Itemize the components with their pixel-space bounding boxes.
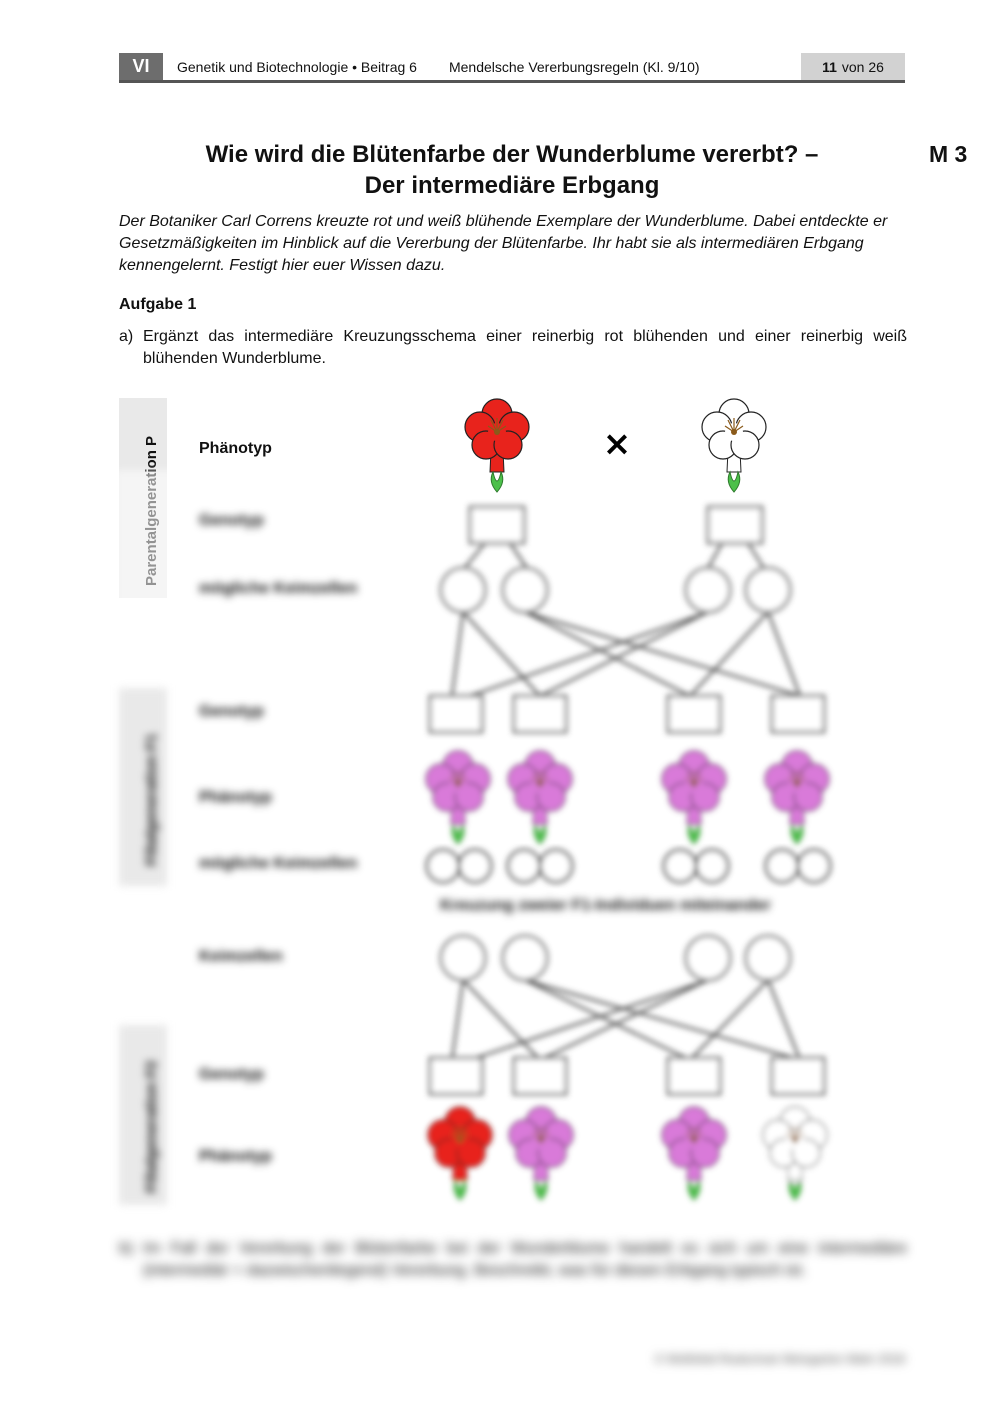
cross-symbol: ×: [603, 424, 632, 464]
task-a: a) Ergänzt das intermediäre Kreuzungssch…: [119, 326, 907, 370]
blurred-scheme: [428, 505, 826, 734]
task-heading: Aufgabe 1: [119, 296, 197, 313]
page-title: Wie wird die Blütenfarbe der Wunderblume…: [119, 139, 905, 201]
section-badge: VI: [119, 53, 163, 80]
row-label-phenotype-f2: Phänotyp: [199, 1148, 272, 1165]
cross-note: Kreuzung zweier F1-Individuen miteinande…: [440, 897, 771, 914]
task-b-text: Im Fall der Vererbung der Blütenfarbe be…: [143, 1240, 907, 1279]
footer-copyright: © Wolfsfeld Realschule Weingarten Wahr 2…: [654, 1352, 905, 1366]
page-total: von 26: [841, 58, 884, 75]
f2-flowers: [427, 1106, 828, 1201]
task-b: b) Im Fall der Vererbung der Blütenfarbe…: [119, 1238, 907, 1282]
header-subject: Genetik und Biotechnologie • Beitrag 6: [177, 58, 417, 75]
tab-f2-generation: Filialgeneration F2: [119, 1025, 167, 1205]
f2-scheme: [428, 934, 826, 1096]
intro-text: Der Botaniker Carl Correns kreuzte rot u…: [119, 213, 888, 274]
red-flower-parent: [464, 398, 530, 493]
task-b-label: b): [119, 1240, 134, 1257]
page-current: 11: [822, 58, 837, 75]
task-a-label: a): [119, 328, 134, 345]
row-label-gametes-f2: Keimzellen: [199, 948, 283, 965]
row-label-gametes-f1: mögliche Keimzellen: [199, 855, 358, 872]
task-a-text: Ergänzt das intermediäre Kreuzungsschema…: [143, 328, 907, 367]
tab-f1-generation: Filialgeneration F1: [119, 688, 167, 886]
white-flower-parent: [701, 398, 767, 493]
f1-gametes: [425, 848, 832, 884]
row-label-gametes-p: mögliche Keimzellen: [199, 580, 358, 597]
title-line-1: Wie wird die Blütenfarbe der Wunderblume…: [205, 141, 819, 168]
row-label-phenotype-p: Phänotyp: [199, 440, 272, 457]
f1-flowers: [425, 750, 830, 845]
row-label-phenotype-f1: Phänotyp: [199, 789, 272, 806]
row-label-genotype-f2: Genotyp: [199, 1066, 264, 1083]
title-line-2: Der intermediäre Erbgang: [364, 172, 660, 199]
page-number: 11 von 26: [801, 53, 905, 80]
header-topic: Mendelsche Vererbungsregeln (Kl. 9/10): [448, 58, 700, 75]
row-label-genotype-p: Genotyp: [199, 512, 264, 529]
material-label: M 3: [929, 141, 968, 167]
page-header: VI Genetik und Biotechnologie • Beitrag …: [119, 53, 905, 83]
row-label-genotype-f1: Genotyp: [199, 703, 264, 720]
blur-overlay: [115, 470, 175, 605]
